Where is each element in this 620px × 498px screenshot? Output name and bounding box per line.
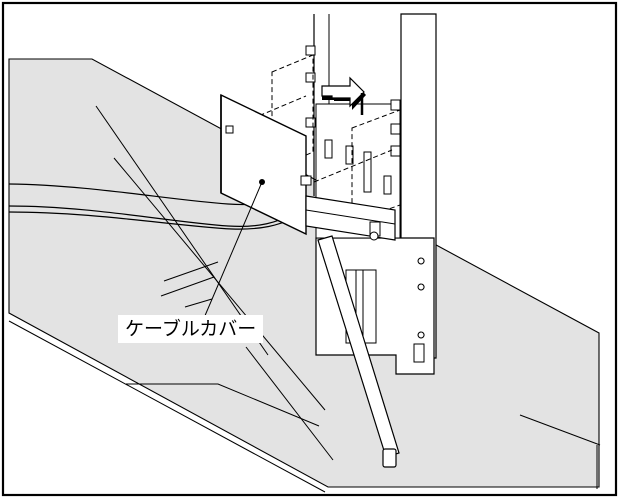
- rail-slot: [345, 145, 354, 165]
- leaning-strut: [317, 235, 400, 458]
- insertion-guide-line: [313, 149, 393, 183]
- movement-arrow: [321, 76, 365, 108]
- cable-cover-tab: [300, 175, 312, 186]
- bracket-hole: [417, 331, 425, 339]
- rail-slot: [383, 175, 392, 195]
- rail-hook: [390, 99, 401, 111]
- back-post-slot: [305, 117, 316, 128]
- strut-foot: [382, 448, 397, 468]
- rail-hook: [390, 145, 401, 157]
- callout-label: ケーブルカバー: [118, 315, 264, 343]
- bracket-hole: [417, 283, 425, 291]
- bracket-slot: [413, 343, 425, 363]
- floor-edge-line: [126, 383, 320, 427]
- insertion-guide-line: [229, 95, 307, 129]
- cable-middle: [8, 205, 293, 227]
- rail-slot: [324, 139, 333, 159]
- table-front-edge: [8, 320, 326, 493]
- cable-cover-tab: [225, 125, 234, 134]
- rail-slot: [363, 151, 372, 193]
- cover-target-outline: [351, 109, 401, 223]
- back-post-slot: [305, 72, 316, 83]
- table-surface: [8, 58, 600, 488]
- rail-hook: [390, 123, 401, 135]
- bracket-hole: [417, 257, 425, 265]
- callout-leader: [203, 181, 263, 319]
- back-post-slot: [305, 45, 316, 56]
- surface-detail-lines: [95, 105, 601, 489]
- cable-lower: [8, 211, 295, 230]
- support-bar-screw: [369, 231, 379, 241]
